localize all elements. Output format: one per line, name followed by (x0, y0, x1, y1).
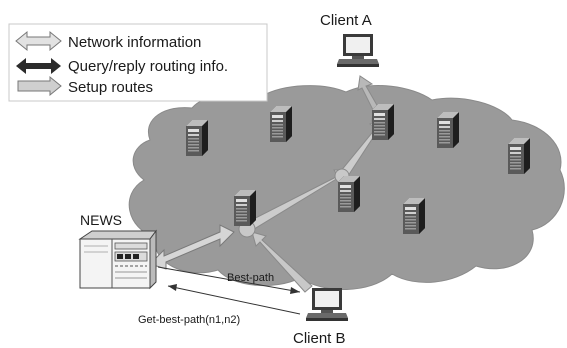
legend-label-setup-routes: Setup routes (68, 79, 153, 96)
server-icon (403, 198, 425, 234)
client-b-computer-icon (306, 288, 348, 321)
best-path-arrow (157, 266, 301, 294)
legend-label-network-information: Network information (68, 34, 201, 51)
get-best-path-arrow (167, 284, 301, 315)
server-icon (186, 120, 208, 156)
legend: Network information Query/reply routing … (8, 23, 268, 102)
get-best-path-label: Get-best-path(n1,n2) (138, 314, 240, 326)
server-icon (270, 106, 292, 142)
best-path-label: Best-path (227, 272, 274, 284)
setup-routes-legend-icon (17, 75, 62, 97)
client-a-label: Client A (320, 12, 372, 29)
server-icon (372, 104, 394, 140)
route-arrow-from-client-b (251, 231, 313, 293)
client-b-label: Client B (293, 330, 346, 347)
server-icon (508, 138, 530, 174)
client-a-computer-icon (337, 34, 379, 67)
network-info-legend-icon (15, 30, 62, 52)
query-reply-legend-icon (16, 58, 61, 74)
server-icon (338, 176, 360, 212)
network-info-arrow (149, 224, 235, 270)
legend-label-query-reply: Query/reply routing info. (68, 58, 228, 75)
server-icon (234, 190, 256, 226)
server-icon (437, 112, 459, 148)
news-label: NEWS (80, 212, 122, 228)
news-server-icon (78, 229, 157, 290)
